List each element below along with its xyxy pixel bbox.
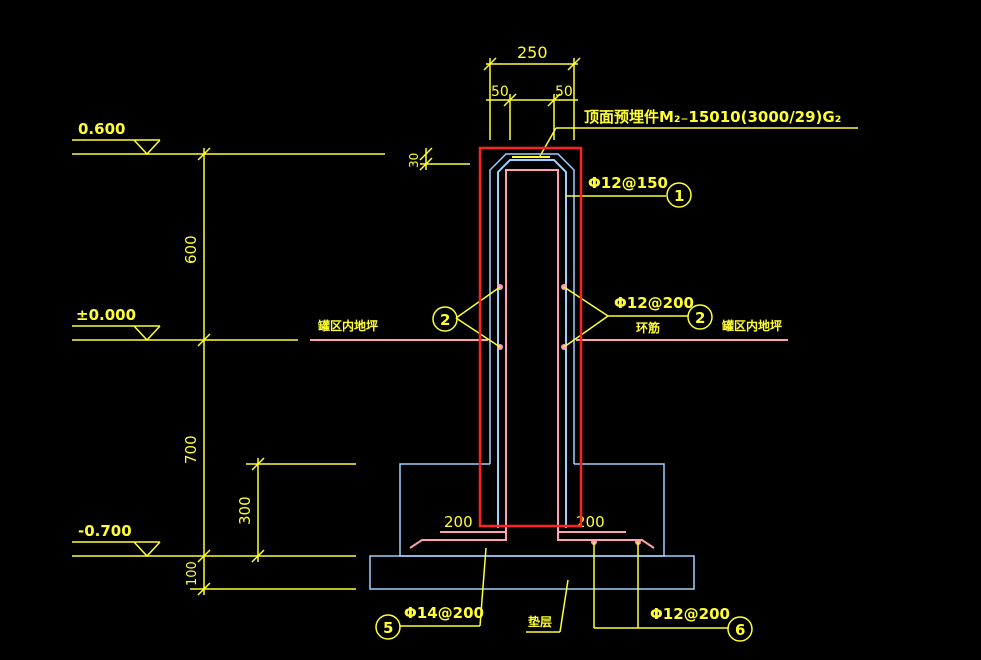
dim-wall-width: 250 — [517, 43, 548, 62]
rebar-2-label: Φ12@200 — [614, 294, 694, 312]
embedded-part-leader — [539, 127, 858, 157]
elevation-marks — [72, 139, 385, 590]
dim-cushion-thickness: 100 — [185, 561, 200, 586]
highlight-box — [478, 146, 583, 528]
callout-circles — [375, 182, 753, 642]
dim-footing-height: 300 — [236, 496, 254, 525]
ground-right-label: 罐区内地坪 — [721, 318, 782, 333]
dim-height-above-ground: 600 — [182, 235, 200, 264]
marker-5: 5 — [383, 619, 393, 637]
dim-cover-right: 50 — [555, 84, 573, 100]
dim-footing-right: 200 — [576, 513, 605, 531]
rebar-1-label: Φ12@150 — [588, 174, 668, 192]
rebar — [409, 156, 655, 549]
rebar-5-label: Φ14@200 — [404, 604, 484, 622]
marker-1: 1 — [674, 187, 684, 205]
rebar-6-label: Φ12@200 — [650, 605, 730, 623]
rebar-2-sub-label: 环筋 — [636, 320, 660, 335]
dim-cover-left: 50 — [491, 84, 509, 100]
dim-top-cover: 30 — [407, 153, 421, 168]
elevation-top-label: 0.600 — [78, 120, 125, 138]
concrete-outline — [369, 153, 695, 590]
ground-left-label: 罐区内地坪 — [317, 318, 378, 333]
marker-2-right: 2 — [695, 309, 705, 327]
vertical-dimension-lines — [197, 147, 470, 596]
callout-leaders — [400, 195, 728, 633]
elevation-ground-label: ±0.000 — [76, 306, 136, 324]
dim-height-below-ground: 700 — [182, 435, 200, 464]
cushion-label: 垫层 — [528, 614, 552, 629]
dim-footing-left: 200 — [444, 513, 473, 531]
elevation-bottom-label: -0.700 — [78, 522, 132, 540]
embedded-part-label: 顶面预埋件M₂₋15010(3000/29)G₂ — [584, 108, 841, 126]
marker-6: 6 — [735, 621, 745, 639]
top-dimension-lines — [483, 57, 581, 140]
marker-2-left: 2 — [440, 311, 450, 329]
